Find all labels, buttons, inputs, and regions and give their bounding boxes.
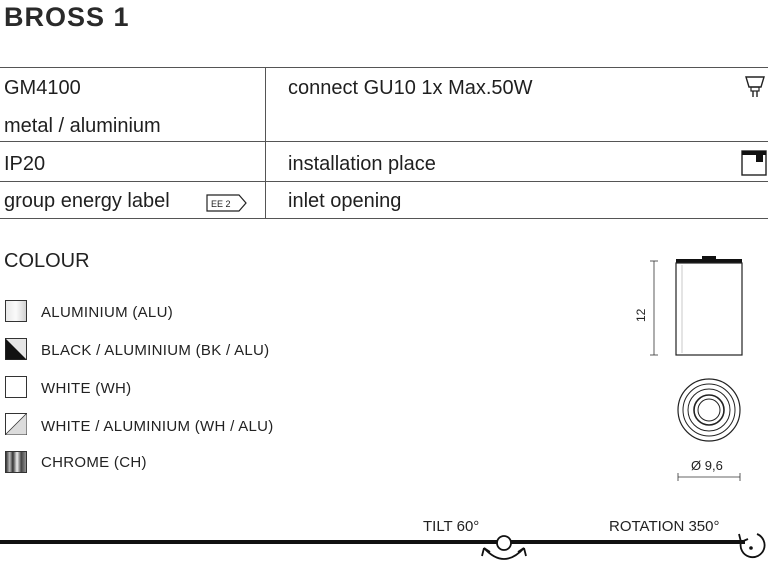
product-title: BROSS 1 (4, 2, 130, 32)
swatch-white (5, 376, 27, 398)
colour-heading: COLOUR (4, 250, 90, 272)
diameter-dimension: Ø 9,6 (691, 458, 723, 473)
installation-place: installation place (288, 153, 436, 175)
swatch-white-aluminium (5, 413, 27, 435)
gu10-bulb-icon (745, 76, 765, 97)
installation-ceiling-icon (741, 150, 767, 176)
energy-badge-text: EE 2 (211, 199, 231, 209)
colour-label: ALUMINIUM (ALU) (41, 304, 174, 321)
swatch-chrome (5, 451, 27, 473)
ip-rating: IP20 (4, 153, 46, 175)
bottom-rule (0, 540, 745, 544)
inlet-opening: inlet opening (288, 190, 402, 212)
rotation-icon (738, 533, 766, 559)
energy-label-icon: EE 2 (206, 194, 247, 212)
rotation-label: ROTATION 350° (609, 518, 720, 535)
product-drawing (650, 256, 743, 481)
energy-label-text: group energy label (4, 190, 170, 212)
tilt-icon (481, 535, 527, 560)
table-rule-2 (0, 141, 768, 142)
material: metal / aluminium (4, 115, 161, 137)
product-code: GM4100 (4, 77, 81, 99)
swatch-black-aluminium (5, 338, 27, 360)
connection-info: connect GU10 1x Max.50W (288, 77, 533, 99)
swatch-aluminium (5, 300, 27, 322)
table-bottom-rule (0, 218, 768, 219)
table-column-divider (265, 67, 266, 218)
table-rule-3 (0, 181, 768, 182)
colour-label: WHITE (WH) (41, 380, 132, 397)
tilt-label: TILT 60° (423, 518, 480, 535)
height-dimension: 12 (634, 308, 648, 322)
colour-label: BLACK / ALUMINIUM (BK / ALU) (41, 342, 270, 359)
colour-label: CHROME (CH) (41, 454, 147, 471)
table-top-rule (0, 67, 768, 68)
colour-label: WHITE / ALUMINIUM (WH / ALU) (41, 418, 274, 435)
